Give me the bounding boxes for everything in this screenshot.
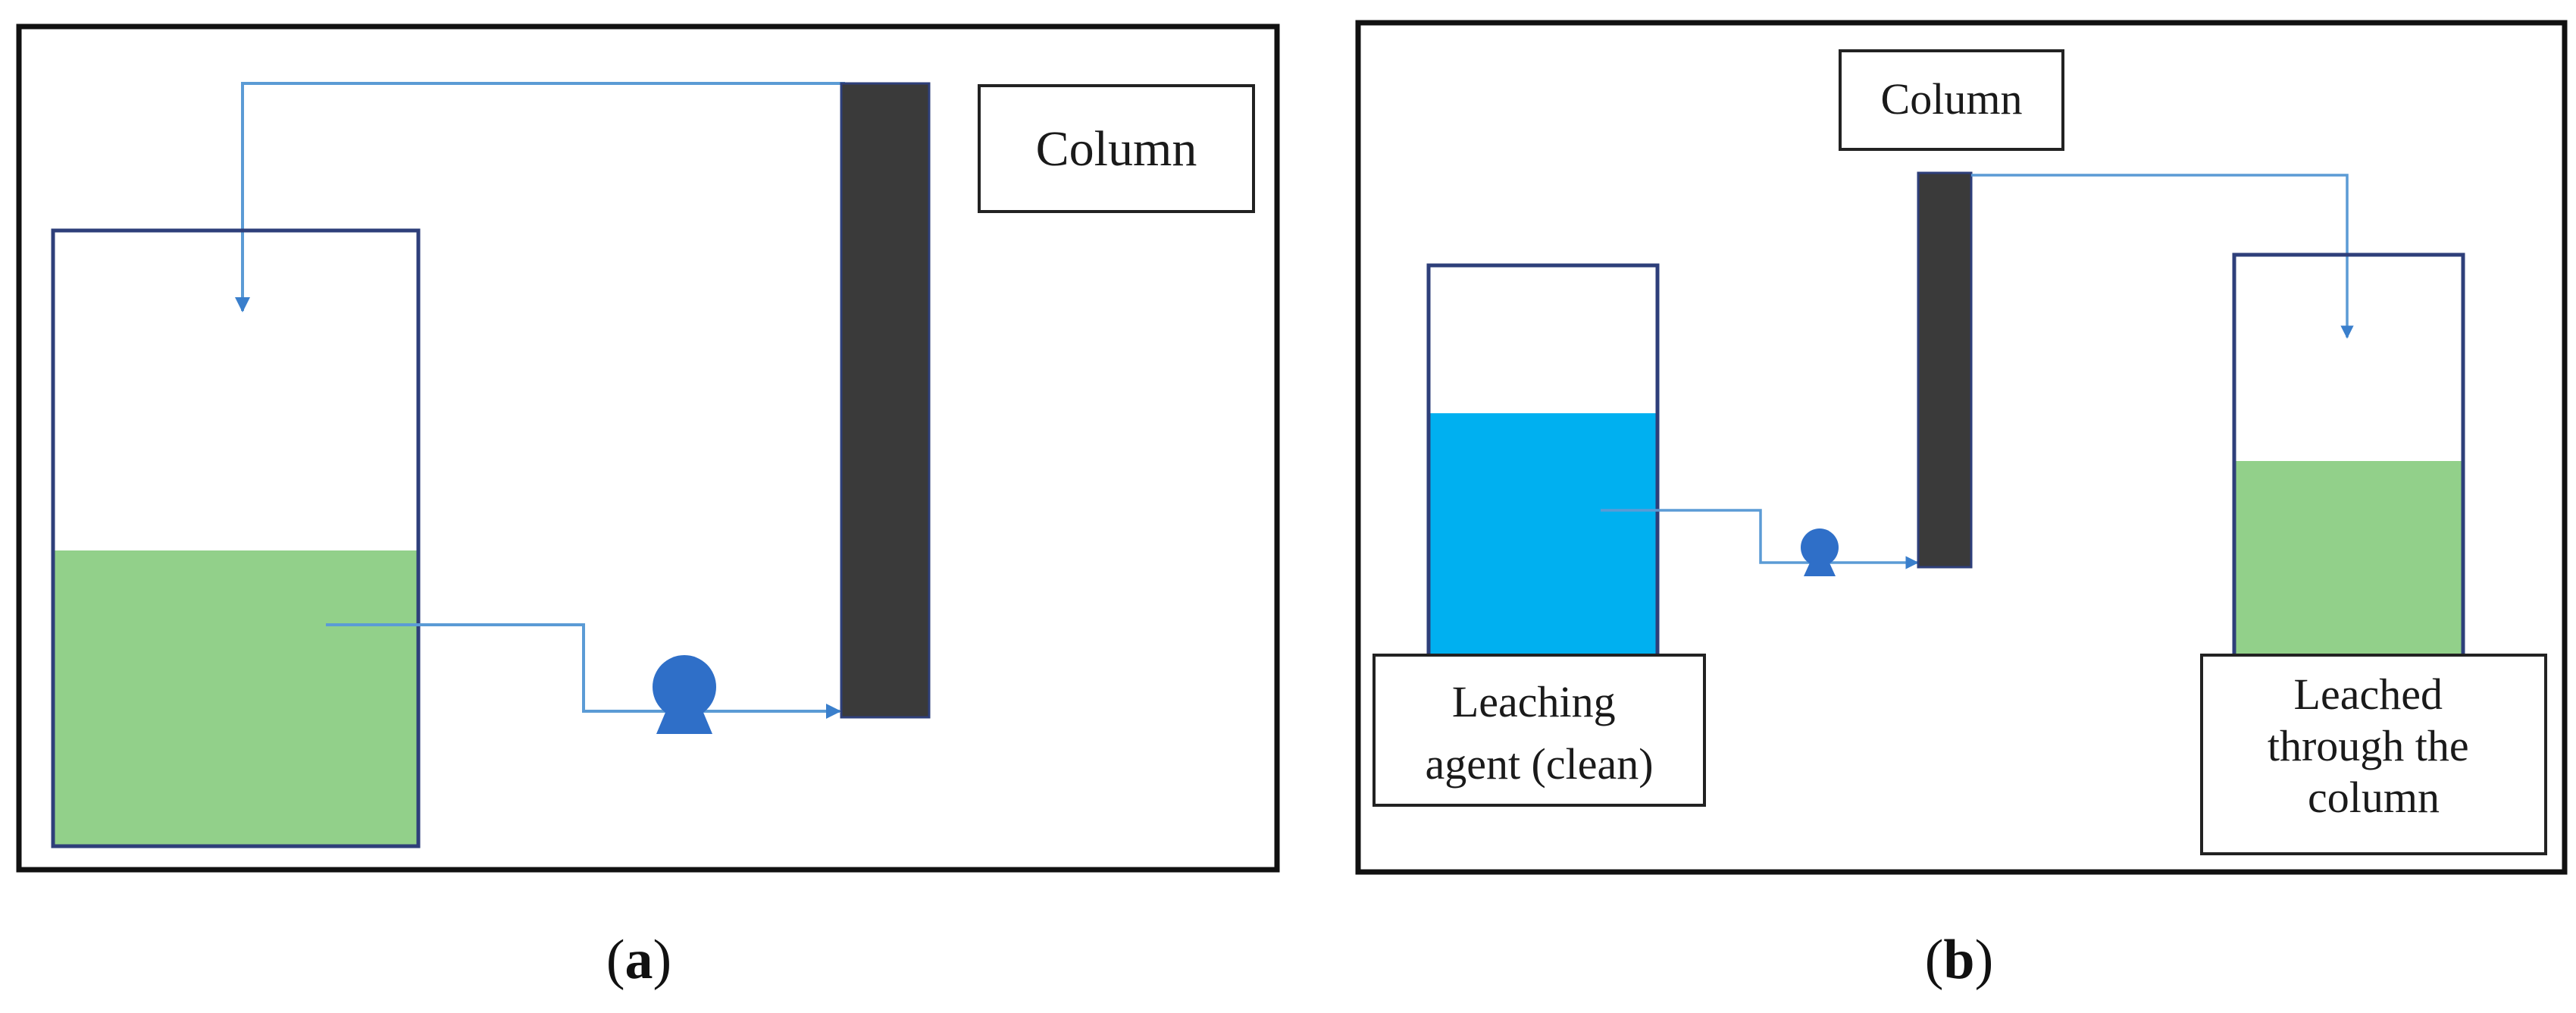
receiver-label-box [2200,654,2547,855]
panel-b: Column Leaching agent (clean) Leached th… [1355,20,2568,991]
source-label-box [1373,654,1706,807]
column [1917,171,1973,569]
column-label: Column [1881,74,2023,124]
column-label-box [1839,49,2064,151]
caption-a: (a) [606,929,671,991]
column-label: Column [1036,121,1197,177]
leached-liquid [2236,461,2462,656]
column [840,82,931,719]
leachate-tank-liquid [55,550,417,845]
source-label: Leaching agent (clean) [1425,677,1653,789]
pump-icon [1801,528,1839,576]
feed-pipe [1601,509,1919,569]
caption-b: (b) [1925,929,1993,991]
pump-icon [653,655,716,734]
return-pipe [235,82,845,312]
receiver-label: Leached through the column [2268,670,2480,822]
outlet-pipe [1971,174,2354,339]
column-label-box [978,84,1255,213]
panel-a: Column (a) [16,24,1280,991]
leachate-tank [51,228,421,848]
clean-agent-liquid [1430,413,1656,654]
feed-pipe [326,623,841,719]
